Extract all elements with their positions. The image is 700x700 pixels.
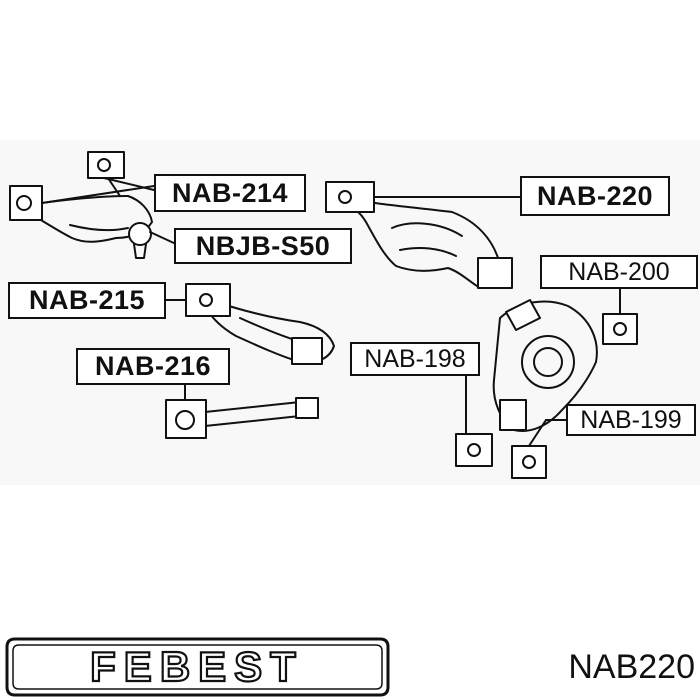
callout-nab-216: NAB-216 — [76, 348, 230, 385]
leader-lines — [41, 177, 621, 447]
bushing-box-216 — [165, 399, 207, 439]
callout-nab-198: NAB-198 — [350, 342, 480, 376]
callout-nab-215: NAB-215 — [8, 282, 166, 319]
callout-nab-220: NAB-220 — [520, 176, 670, 216]
bushing-box-215 — [185, 283, 231, 317]
ball-joint-icon — [128, 222, 152, 246]
bushing-box-199 — [511, 445, 547, 479]
febest-logo: FEBEST — [5, 637, 390, 697]
upper-control-arm — [9, 151, 153, 259]
bushing-box-220-end — [477, 257, 513, 289]
callout-nab-214: NAB-214 — [154, 174, 306, 212]
callout-nab-200: NAB-200 — [540, 255, 698, 289]
rear-upper-arm — [325, 181, 513, 289]
callout-nbjb-s50: NBJB-S50 — [174, 228, 352, 264]
bushing-box-214-left — [9, 185, 43, 221]
bushing-box-198 — [455, 433, 493, 467]
bushing-box-200 — [602, 313, 638, 345]
part-number: NAB220 — [568, 648, 695, 686]
bushing-box-214-upper — [87, 151, 125, 179]
toe-link — [165, 397, 319, 439]
steering-knuckle — [455, 299, 638, 479]
callout-nab-199: NAB-199 — [566, 404, 696, 436]
lateral-link — [185, 283, 335, 365]
logo-text: FEBEST — [90, 643, 304, 690]
